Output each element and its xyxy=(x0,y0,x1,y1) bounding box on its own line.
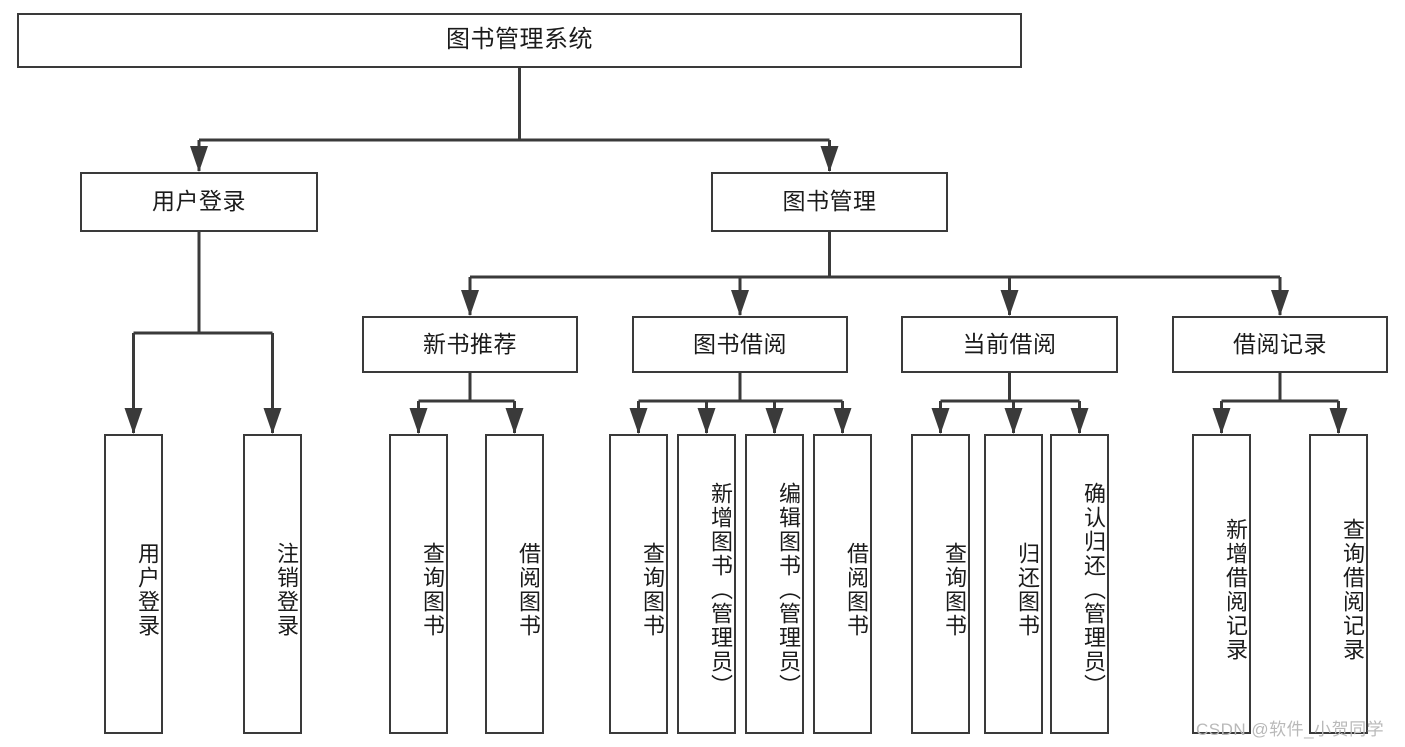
arrow-head-icon xyxy=(931,408,950,434)
node-label: 归还图书 xyxy=(1015,542,1040,638)
node-label: 用户登录 xyxy=(135,542,160,638)
node-label: 注销登录 xyxy=(274,542,299,638)
node-leaf-query-book-borrow[interactable]: 查询图书 xyxy=(609,434,668,734)
node-label: 查询图书 xyxy=(942,542,967,638)
node-leaf-query-record[interactable]: 查询借阅记录 xyxy=(1309,434,1368,734)
node-root[interactable]: 图书管理系统 xyxy=(17,13,1022,68)
node-new-book-recommend[interactable]: 新书推荐 xyxy=(362,316,578,373)
node-leaf-return-book[interactable]: 归还图书 xyxy=(984,434,1043,734)
node-user-login[interactable]: 用户登录 xyxy=(80,172,318,232)
node-label: 查询图书 xyxy=(640,542,665,638)
arrow-head-icon xyxy=(697,408,716,434)
node-leaf-user-login[interactable]: 用户登录 xyxy=(104,434,163,734)
node-leaf-query-book-rec[interactable]: 查询图书 xyxy=(389,434,448,734)
node-label: 新增借阅记录 xyxy=(1223,518,1248,662)
arrow-head-icon xyxy=(263,408,282,434)
node-leaf-add-book[interactable]: 新增图书（管理员） xyxy=(677,434,736,734)
node-leaf-borrow-book-rec[interactable]: 借阅图书 xyxy=(485,434,544,734)
node-leaf-query-book-cur[interactable]: 查询图书 xyxy=(911,434,970,734)
node-leaf-logout[interactable]: 注销登录 xyxy=(243,434,302,734)
node-leaf-borrow-book[interactable]: 借阅图书 xyxy=(813,434,872,734)
arrow-head-icon xyxy=(1271,290,1289,316)
node-label: 确认归还（管理员） xyxy=(1081,482,1106,698)
arrow-head-icon xyxy=(124,408,143,434)
arrow-head-icon xyxy=(765,408,784,434)
arrow-head-icon xyxy=(409,408,428,434)
arrow-head-icon xyxy=(505,408,524,434)
arrow-head-icon xyxy=(461,290,479,316)
node-leaf-add-record[interactable]: 新增借阅记录 xyxy=(1192,434,1251,734)
node-label: 借阅图书 xyxy=(516,542,541,638)
arrow-head-icon xyxy=(820,146,839,172)
node-label: 用户登录 xyxy=(152,188,246,215)
arrow-head-icon xyxy=(1004,408,1023,434)
arrow-head-icon xyxy=(190,146,208,172)
arrow-head-icon xyxy=(629,408,648,434)
node-label: 新书推荐 xyxy=(423,330,517,357)
arrow-head-icon xyxy=(1329,408,1348,434)
node-label: 查询图书 xyxy=(420,542,445,638)
node-book-borrow[interactable]: 图书借阅 xyxy=(632,316,848,373)
arrow-head-icon xyxy=(833,408,852,434)
node-leaf-confirm-return[interactable]: 确认归还（管理员） xyxy=(1050,434,1109,734)
node-current-borrow[interactable]: 当前借阅 xyxy=(901,316,1118,373)
node-label: 查询借阅记录 xyxy=(1340,518,1365,662)
node-label: 借阅图书 xyxy=(844,542,869,638)
node-book-manage[interactable]: 图书管理 xyxy=(711,172,948,232)
node-label: 借阅记录 xyxy=(1233,330,1327,357)
node-label: 图书借阅 xyxy=(693,330,787,357)
arrow-head-icon xyxy=(1070,408,1089,434)
csdn-watermark: CSDN @软件_小贺同学 xyxy=(1196,720,1385,739)
arrow-head-icon xyxy=(1000,290,1019,316)
node-label: 图书管理 xyxy=(782,188,877,215)
node-label: 当前借阅 xyxy=(962,330,1057,357)
node-leaf-edit-book[interactable]: 编辑图书（管理员） xyxy=(745,434,804,734)
node-label: 新增图书（管理员） xyxy=(708,482,733,698)
arrow-head-icon xyxy=(1212,408,1231,434)
node-label: 编辑图书（管理员） xyxy=(776,482,801,698)
arrow-head-icon xyxy=(731,290,749,316)
node-borrow-record[interactable]: 借阅记录 xyxy=(1172,316,1388,373)
node-label: 图书管理系统 xyxy=(446,26,593,54)
